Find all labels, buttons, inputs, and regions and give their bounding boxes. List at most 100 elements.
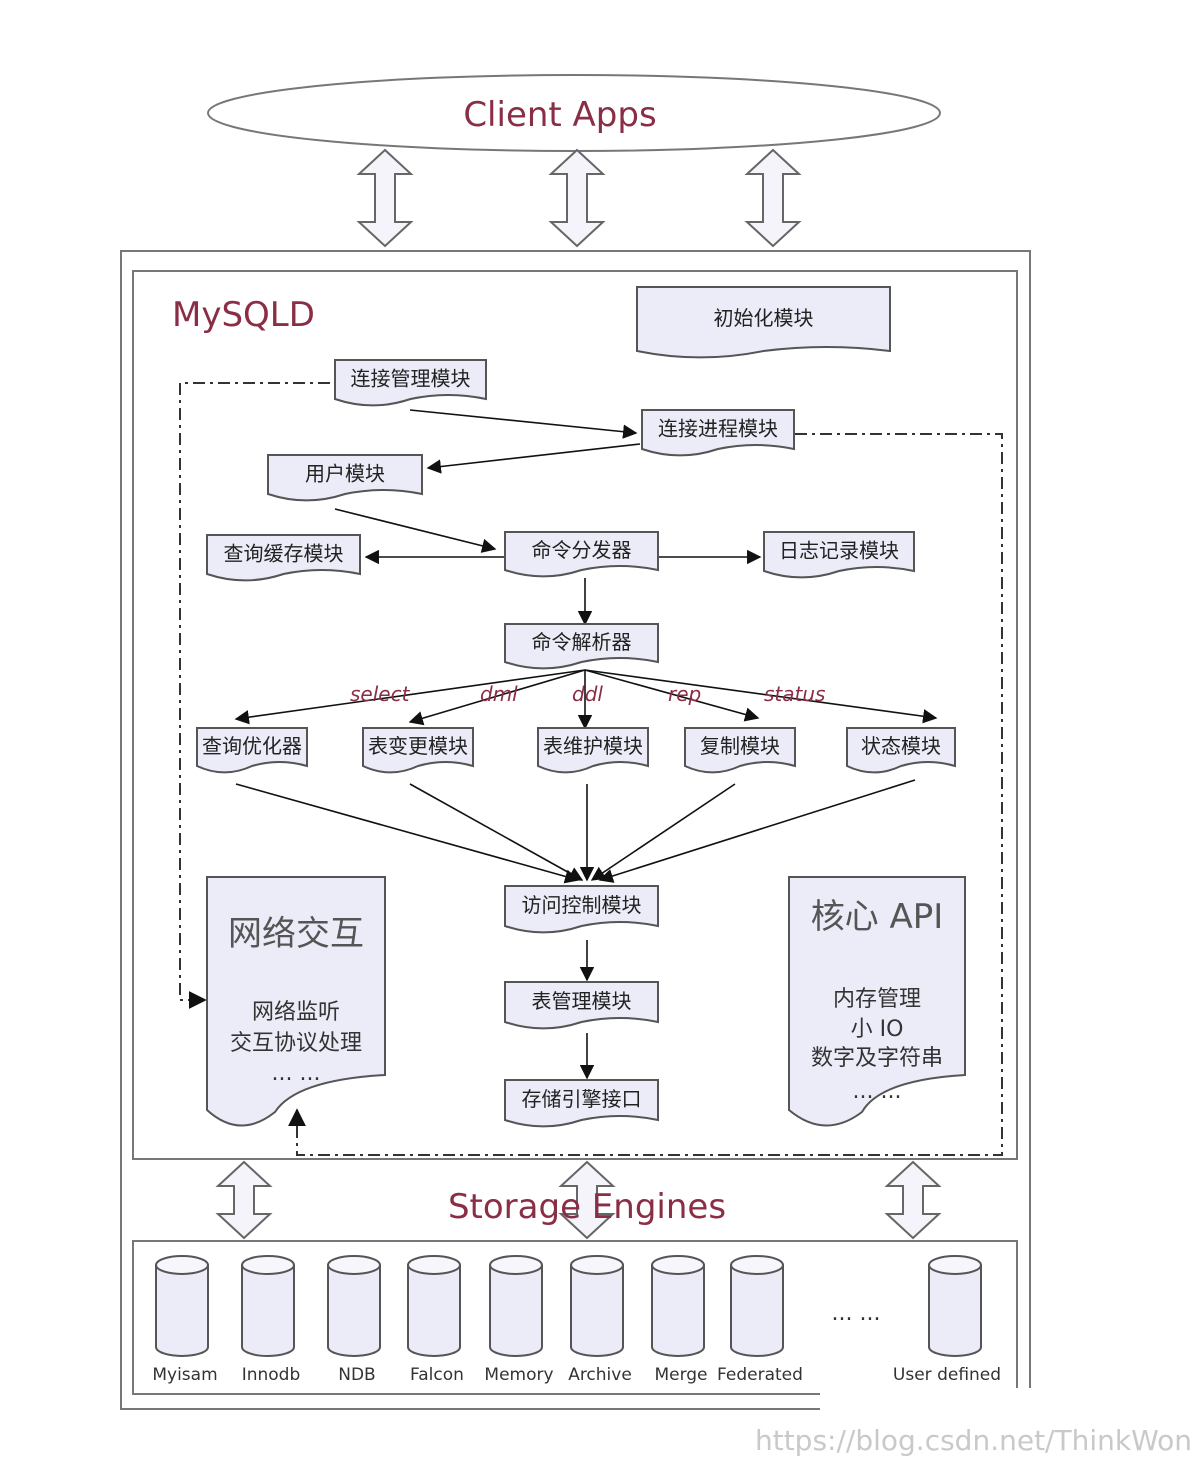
network-panel xyxy=(206,876,386,1127)
module-label: 用户模块 xyxy=(305,462,385,486)
module-box xyxy=(537,727,649,774)
module-label: 查询优化器 xyxy=(202,734,302,758)
edge-user-dispatcher xyxy=(334,508,497,553)
module-box xyxy=(636,286,891,359)
storage-double-arrow-3 xyxy=(884,1160,942,1240)
engine-cylinder-top xyxy=(155,1255,209,1275)
module-label: 复制模块 xyxy=(700,734,780,758)
engine-label: Falcon xyxy=(410,1365,464,1385)
module-label: 表维护模块 xyxy=(543,734,643,758)
engine-myisam: Myisam xyxy=(152,1255,218,1385)
module-box xyxy=(504,981,659,1030)
engine-cylinder-body xyxy=(928,1265,982,1357)
module-table-mgr: 表管理模块 xyxy=(504,981,659,1030)
module-box xyxy=(846,727,956,774)
engine-cylinder-top xyxy=(241,1255,295,1275)
module-label: 命令分发器 xyxy=(532,538,632,562)
edge-label-rep: rep xyxy=(668,682,701,706)
engine-label: User defined xyxy=(893,1365,1001,1385)
engine-label: NDB xyxy=(338,1365,375,1385)
engine-cylinder-body xyxy=(570,1265,624,1357)
edge-label-dml: dml xyxy=(480,682,518,706)
engine-cylinder-body xyxy=(241,1265,295,1357)
module-box xyxy=(763,531,915,579)
edge-connthread-user xyxy=(426,443,641,474)
engine-cylinder-body xyxy=(407,1265,461,1357)
module-label: 连接进程模块 xyxy=(658,417,778,441)
engine-cylinder-top xyxy=(730,1255,784,1275)
engine-label: Memory xyxy=(484,1365,553,1385)
module-table-change: 表变更模块 xyxy=(362,727,474,774)
module-table-maint: 表维护模块 xyxy=(537,727,649,774)
engine-cylinder-top xyxy=(651,1255,705,1275)
module-replication: 复制模块 xyxy=(684,727,796,774)
engine-label: Archive xyxy=(568,1365,632,1385)
module-box xyxy=(504,531,659,578)
engine-ndb: NDB xyxy=(327,1255,381,1385)
network-panel-line2: 交互协议处理 xyxy=(230,1031,362,1056)
engine-innodb: Innodb xyxy=(241,1255,301,1385)
module-init: 初始化模块 xyxy=(636,286,891,359)
module-conn-thread: 连接进程模块 xyxy=(641,409,795,457)
client-double-arrow-3 xyxy=(744,148,802,248)
engine-cylinder-top xyxy=(407,1255,461,1275)
module-box xyxy=(504,623,659,670)
engine-falcon: Falcon xyxy=(407,1255,464,1385)
edge-parser-status xyxy=(584,669,938,724)
module-box xyxy=(267,454,423,502)
engine-cylinder-top xyxy=(570,1255,624,1275)
engine-cylinder-body xyxy=(489,1265,543,1357)
client-apps-label: Client Apps xyxy=(463,95,656,135)
network-panel-ellipsis: ... ... xyxy=(272,1061,321,1086)
module-logger: 日志记录模块 xyxy=(763,531,915,579)
module-query-cache: 查询缓存模块 xyxy=(206,534,361,582)
module-box xyxy=(206,534,361,582)
core-api-line3: 数字及字符串 xyxy=(811,1046,943,1071)
storage-double-arrow-2 xyxy=(558,1160,616,1240)
core-api-line1: 内存管理 xyxy=(833,987,921,1012)
engine-cylinder-top xyxy=(489,1255,543,1275)
engine-label: Innodb xyxy=(242,1365,301,1385)
module-box xyxy=(684,727,796,774)
engine-label: Merge xyxy=(654,1365,707,1385)
edge-parser-replication xyxy=(584,669,760,722)
modules-layer: 初始化模块连接管理模块连接进程模块用户模块查询缓存模块命令分发器日志记录模块命令… xyxy=(196,286,956,1128)
edge-label-status: status xyxy=(764,682,825,706)
module-storage-iface: 存储引擎接口 xyxy=(504,1079,659,1128)
engine-cylinder-body xyxy=(651,1265,705,1357)
module-dispatcher: 命令分发器 xyxy=(504,531,659,578)
module-label: 存储引擎接口 xyxy=(522,1087,642,1111)
engine-user-defined: User defined xyxy=(893,1255,1001,1385)
module-user: 用户模块 xyxy=(267,454,423,502)
network-panel-title: 网络交互 xyxy=(228,914,364,954)
module-box xyxy=(504,1079,659,1128)
engine-cylinder-top xyxy=(928,1255,982,1275)
mysqld-frame xyxy=(132,270,1018,1160)
watermark: https://blog.csdn.net/ThinkWon xyxy=(755,1424,1192,1457)
module-label: 状态模块 xyxy=(861,734,941,758)
module-status-mod: 状态模块 xyxy=(846,727,956,774)
mysqld-title: MySQLD xyxy=(172,295,315,335)
engine-label: Myisam xyxy=(152,1365,217,1385)
module-box xyxy=(504,885,659,934)
client-double-arrows xyxy=(356,148,802,248)
engines-ellipsis: ... ... xyxy=(832,1301,881,1326)
dashed-loop-right xyxy=(288,433,1003,1156)
core-api-line2: 小 IO xyxy=(851,1017,904,1042)
engines-frame xyxy=(132,1240,1018,1395)
client-double-arrow-1 xyxy=(356,148,414,248)
network-panel-line1: 网络监听 xyxy=(252,1000,340,1025)
engine-merge: Merge xyxy=(651,1255,708,1385)
storage-engines-title: Storage Engines xyxy=(448,1187,726,1227)
module-label: 表管理模块 xyxy=(532,989,632,1013)
module-box xyxy=(641,409,795,457)
core-api-title: 核心 API xyxy=(811,897,944,937)
edge-label-select: select xyxy=(350,682,411,706)
edge-parser-tablechange xyxy=(408,669,586,726)
module-label: 连接管理模块 xyxy=(351,367,471,391)
module-label: 初始化模块 xyxy=(714,306,814,330)
module-label: 表变更模块 xyxy=(368,734,468,758)
client-apps-ellipse xyxy=(207,74,941,152)
